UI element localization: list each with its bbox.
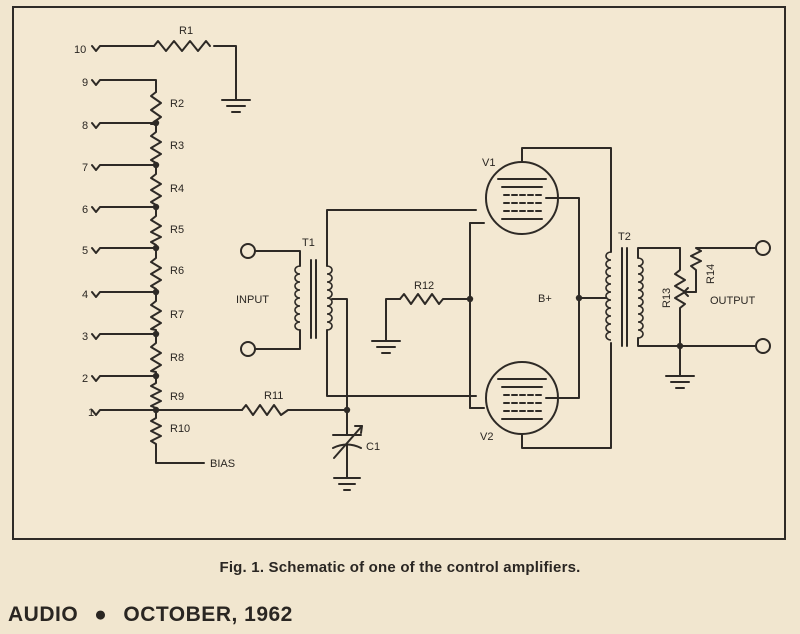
divider-terminals bbox=[91, 79, 157, 416]
r9-label: R9 bbox=[170, 391, 184, 403]
terminal-label-3: 3 bbox=[82, 331, 88, 343]
ground-icon-output bbox=[665, 375, 695, 389]
capacitor-c1 bbox=[332, 409, 363, 479]
publication-name: AUDIO bbox=[8, 603, 79, 626]
resistor-r3 bbox=[150, 122, 162, 166]
ground-icon-r12 bbox=[371, 340, 401, 354]
resistor-r12 bbox=[399, 293, 471, 305]
resistor-r7 bbox=[150, 291, 162, 335]
bias-label: BIAS bbox=[210, 458, 235, 470]
resistor-r14 bbox=[690, 247, 757, 293]
r13-wiper bbox=[683, 287, 697, 297]
r11-label: R11 bbox=[264, 390, 283, 402]
terminal-label-4: 4 bbox=[82, 289, 88, 301]
t2-secondary-leads bbox=[637, 247, 681, 347]
figure-caption: Fig. 1. Schematic of one of the control … bbox=[219, 559, 581, 576]
resistor-r1 bbox=[153, 40, 211, 52]
r12-ground-lead bbox=[385, 298, 401, 342]
r14-label: R14 bbox=[705, 264, 717, 284]
resistor-r6 bbox=[150, 247, 162, 293]
terminal-label-9: 9 bbox=[82, 77, 88, 89]
resistor-r8 bbox=[150, 333, 162, 377]
footer-separator: ● bbox=[94, 603, 108, 626]
t2-label: T2 bbox=[618, 231, 631, 243]
r3-label: R3 bbox=[170, 140, 184, 152]
transformer-t1 bbox=[294, 259, 333, 339]
schematic-diagram: 10 R1 9 8 7 6 5 4 3 2 1 R2 R3 R4 R5 R6 R… bbox=[74, 25, 771, 491]
terminal-10-lead bbox=[91, 45, 155, 52]
r4-label: R4 bbox=[170, 183, 184, 195]
terminal-label-7: 7 bbox=[82, 162, 88, 174]
resistor-r10 bbox=[150, 409, 205, 464]
resistor-r13 bbox=[674, 247, 686, 347]
resistor-r11 bbox=[241, 404, 348, 416]
divider-junction-dots bbox=[152, 119, 160, 414]
v1-cathode-lead bbox=[545, 197, 580, 307]
t1-primary-leads bbox=[254, 250, 301, 350]
r1-label: R1 bbox=[179, 25, 193, 37]
resistor-r2 bbox=[150, 91, 162, 125]
resistor-r9 bbox=[150, 375, 162, 411]
input-jack-bottom[interactable] bbox=[240, 341, 256, 357]
resistor-r4 bbox=[150, 164, 162, 208]
resistor-r5 bbox=[150, 206, 162, 249]
v1-label: V1 bbox=[482, 157, 495, 169]
bplus-label: B+ bbox=[538, 293, 552, 305]
input-label: INPUT bbox=[236, 294, 269, 306]
r1-to-ground bbox=[213, 45, 237, 101]
output-jack-bottom[interactable] bbox=[755, 338, 771, 354]
ground-icon-c1 bbox=[333, 477, 361, 491]
v2-cathode-lead bbox=[545, 305, 580, 399]
r13-label: R13 bbox=[661, 288, 673, 308]
t1-label: T1 bbox=[302, 237, 315, 249]
terminal-label-2: 2 bbox=[82, 373, 88, 385]
r6-label: R6 bbox=[170, 265, 184, 277]
tube-v1 bbox=[485, 147, 612, 253]
terminal-label-10: 10 bbox=[74, 44, 86, 56]
issue-date: OCTOBER, 1962 bbox=[123, 603, 293, 626]
figure-frame: 10 R1 9 8 7 6 5 4 3 2 1 R2 R3 R4 R5 R6 R… bbox=[12, 6, 786, 540]
r8-label: R8 bbox=[170, 352, 184, 364]
terminal-label-5: 5 bbox=[82, 245, 88, 257]
r12-label: R12 bbox=[414, 280, 434, 292]
page-footer: AUDIO ● OCTOBER, 1962 bbox=[8, 603, 293, 627]
t1-secondary-leads bbox=[326, 209, 477, 411]
terminal-label-8: 8 bbox=[82, 120, 88, 132]
v2-label: V2 bbox=[480, 431, 493, 443]
r7-label: R7 bbox=[170, 309, 184, 321]
c1-label: C1 bbox=[366, 441, 380, 453]
tube-v2 bbox=[485, 342, 612, 449]
output-jack-top[interactable] bbox=[755, 240, 771, 256]
transformer-t2 bbox=[605, 247, 644, 347]
input-jack-top[interactable] bbox=[240, 243, 256, 259]
r10-label: R10 bbox=[170, 423, 190, 435]
grid-bus-taps bbox=[469, 222, 485, 409]
output-label: OUTPUT bbox=[710, 295, 756, 307]
r5-label: R5 bbox=[170, 224, 184, 236]
terminal-label-6: 6 bbox=[82, 204, 88, 216]
ground-icon-r1 bbox=[221, 99, 251, 113]
terminal-label-1: 1 bbox=[88, 407, 94, 419]
r2-label: R2 bbox=[170, 98, 184, 110]
